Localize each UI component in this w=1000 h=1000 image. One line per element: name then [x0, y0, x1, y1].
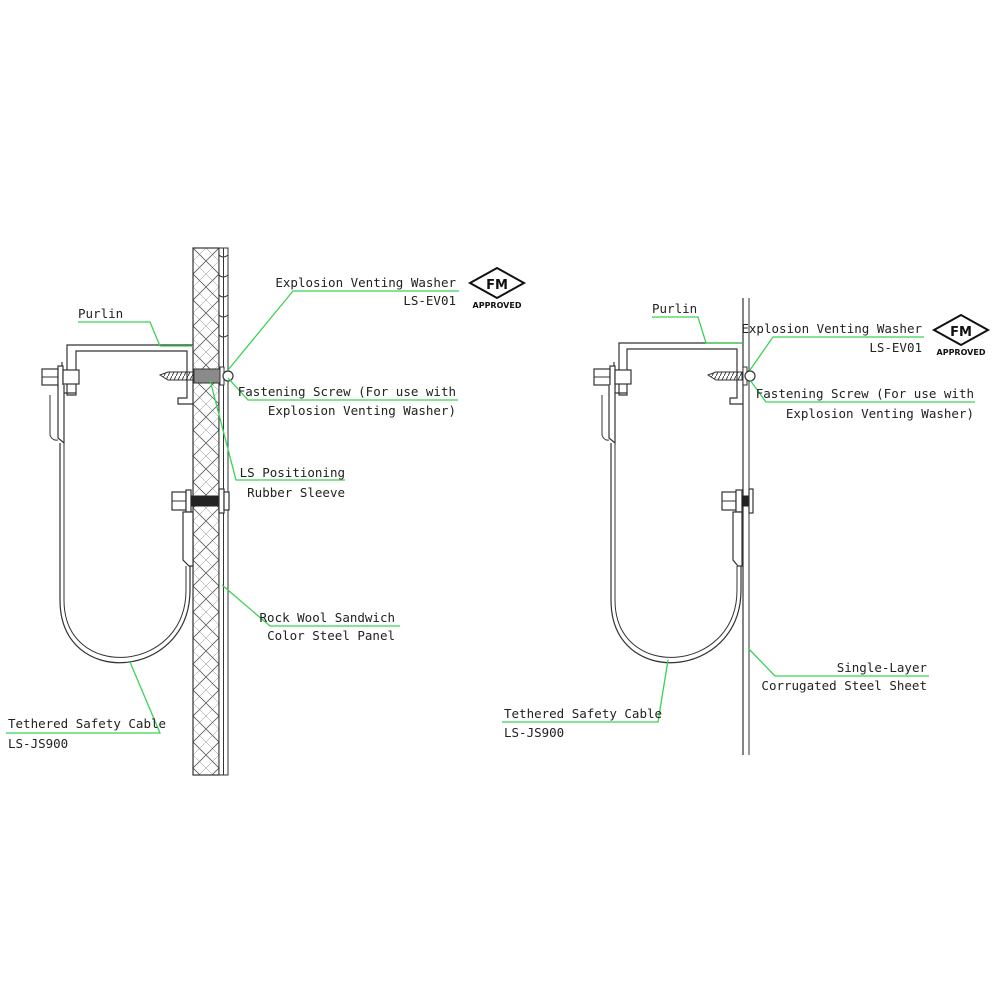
label-washer-title: Explosion Venting Washer — [275, 275, 456, 290]
label-cable-title: Tethered Safety Cable — [504, 706, 662, 721]
leader-washer — [749, 336, 924, 371]
leader-screw — [227, 377, 458, 401]
label-sleeve-line1: LS Positioning — [240, 465, 345, 480]
label-sheet-line1: Single-Layer — [837, 660, 928, 675]
label-panel-line2: Color Steel Panel — [267, 628, 395, 643]
fm-caption: APPROVED — [937, 348, 986, 357]
fm-mark: FM — [486, 278, 508, 293]
label-washer-code: LS-EV01 — [869, 340, 922, 355]
label-washer-title: Explosion Venting Washer — [741, 321, 922, 336]
safety-cable — [59, 443, 191, 664]
leader-cable — [502, 659, 669, 723]
fm-approved-badge: FM APPROVED — [467, 266, 527, 310]
fm-caption: APPROVED — [473, 301, 522, 310]
label-sheet-line2: Corrugated Steel Sheet — [761, 678, 927, 693]
upper-cable-terminal — [49, 385, 65, 445]
label-screw-line2: Explosion Venting Washer) — [268, 403, 456, 418]
label-panel-line1: Rock Wool Sandwich — [260, 610, 395, 625]
leader-cable — [6, 661, 161, 734]
label-washer-code: LS-EV01 — [403, 293, 456, 308]
label-cable-title: Tethered Safety Cable — [8, 716, 166, 731]
label-screw-line1: Fastening Screw (For use with — [756, 386, 974, 401]
label-sleeve-line2: Rubber Sleeve — [247, 485, 345, 500]
fastening-screw — [158, 366, 234, 386]
fm-mark: FM — [950, 325, 972, 340]
fastening-screw — [706, 366, 756, 386]
safety-cable — [610, 443, 742, 664]
label-cable-code: LS-JS900 — [8, 736, 68, 751]
leader-washer — [227, 290, 459, 371]
label-cable-code: LS-JS900 — [504, 725, 564, 740]
leader-purlin — [78, 321, 193, 347]
label-purlin: Purlin — [78, 306, 123, 321]
lower-cable-terminal — [182, 511, 194, 567]
upper-cable-terminal — [601, 385, 616, 445]
leader-purlin — [652, 316, 743, 344]
right-diagram: Purlin Explosion Venting Washer LS-EV01 … — [502, 298, 991, 755]
lower-cable-terminal — [732, 511, 743, 567]
left-diagram: Purlin Explosion Venting Washer LS-EV01 … — [6, 247, 527, 776]
sheet-bolt — [721, 488, 754, 514]
fm-approved-badge: FM APPROVED — [931, 313, 991, 357]
leader-panel — [221, 584, 400, 627]
label-screw-line2: Explosion Venting Washer) — [786, 406, 974, 421]
label-screw-line1: Fastening Screw (For use with — [238, 384, 456, 399]
purlin-bolt — [593, 365, 632, 389]
purlin-bolt — [41, 365, 80, 389]
leader-sleeve — [209, 379, 345, 481]
leader-screw — [749, 379, 975, 403]
leader-sheet — [747, 647, 929, 677]
label-purlin: Purlin — [652, 301, 697, 316]
